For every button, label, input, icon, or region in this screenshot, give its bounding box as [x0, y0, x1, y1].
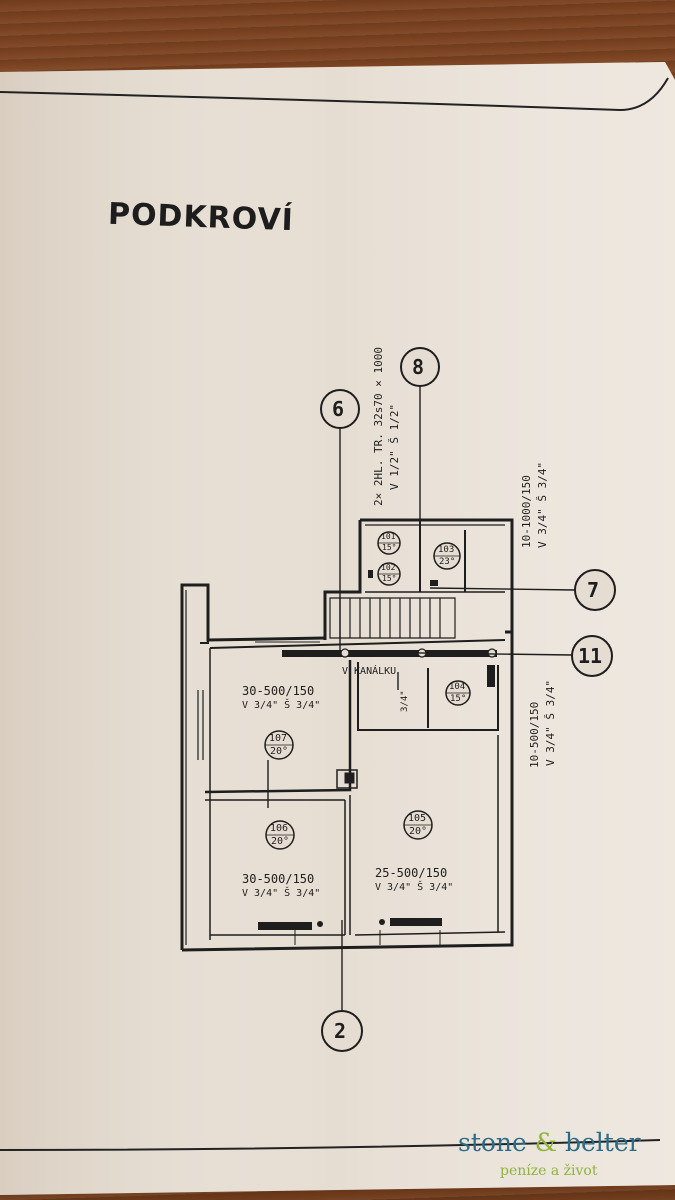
- room-tag-circles: [264, 531, 471, 850]
- brand-watermark: stone & belter: [458, 1128, 641, 1157]
- room-102-temp: 15°: [382, 574, 397, 583]
- room-103-temp: 23°: [439, 557, 456, 567]
- riser-7-note-line2: V 3/4" Š 3/4": [536, 461, 549, 548]
- outer-wall-bottom-right: [181, 630, 514, 952]
- radiator-106-valves: V 3/4" Š 3/4": [242, 888, 321, 899]
- room-101-code: 101: [381, 532, 396, 541]
- heating-channel: [282, 648, 497, 687]
- room-101-temp: 15°: [382, 543, 397, 552]
- riser-label-6: 6: [332, 397, 345, 421]
- riser-7-note-line1: 10-1000/150: [520, 475, 533, 548]
- room-106-temp: 20°: [271, 836, 290, 847]
- radiator-symbols: [258, 570, 442, 930]
- riser-11-note-line1: 10-500/150: [528, 701, 541, 768]
- pipe-size-note: 3/4": [400, 690, 410, 712]
- room-105-temp: 20°: [409, 826, 428, 837]
- brand-name-right: belter: [565, 1128, 641, 1157]
- room-104-temp: 15°: [450, 694, 467, 704]
- room-105-code: 105: [408, 813, 427, 824]
- radiator-107-spec: 30-500/150: [242, 684, 315, 698]
- room-104-code: 104: [449, 682, 466, 692]
- sheet-border-bottom: [0, 1139, 661, 1151]
- radiator-105-spec: 25-500/150: [375, 866, 448, 880]
- channel-note: V KANÁLKU: [342, 666, 397, 677]
- radiator-105-valves: V 3/4" Š 3/4": [375, 882, 454, 893]
- riser-8-note-line2: V 1/2" Š 1/2": [388, 403, 401, 490]
- riser-11-note-line2: V 3/4" Š 3/4": [544, 679, 557, 766]
- room-107-temp: 20°: [270, 746, 289, 757]
- room-107-code: 107: [269, 733, 288, 744]
- riser-bubble-2: [321, 1010, 363, 1052]
- riser-bubble-8: [400, 347, 440, 387]
- floor-plan: [180, 518, 514, 952]
- room-106-code: 106: [270, 823, 289, 834]
- brand-ampersand: &: [534, 1128, 558, 1157]
- riser-label-7: 7: [587, 578, 600, 602]
- radiator-106-spec: 30-500/150: [242, 872, 315, 886]
- riser-label-2: 2: [334, 1019, 347, 1043]
- radiator-107-valves: V 3/4" Š 3/4": [242, 700, 321, 711]
- riser-lines: [267, 385, 576, 1012]
- riser-label-11: 11: [578, 644, 603, 668]
- sheet-border-top: [0, 77, 669, 112]
- riser-bubble-7: [574, 569, 616, 611]
- room-102-code: 102: [381, 563, 396, 572]
- room-103-code: 103: [438, 545, 455, 555]
- brand-tagline: peníze a život: [500, 1163, 598, 1179]
- riser-bubble-11: [571, 635, 613, 677]
- plan-title: PODKROVÍ: [107, 196, 295, 239]
- brand-name-left: stone: [458, 1128, 527, 1157]
- riser-bubble-6: [320, 389, 360, 429]
- riser-label-8: 8: [412, 355, 425, 379]
- riser-8-note-line1: 2× 2HL. TR. 32s70 × 1000: [372, 347, 385, 506]
